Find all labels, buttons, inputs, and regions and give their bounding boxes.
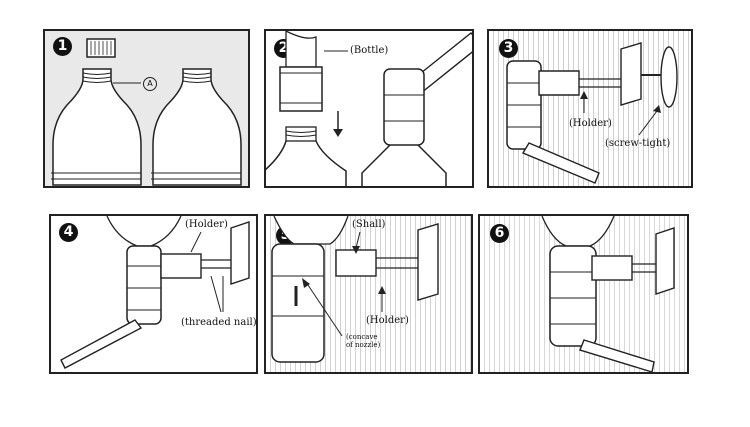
concave-of-nozzle-label: (concave of nozzle) bbox=[346, 334, 380, 349]
holder-label: (Holder) bbox=[366, 316, 409, 326]
step-3-panel: 3 (Holder) (screw-tight) bbox=[487, 29, 693, 188]
threaded-nail-label: (threaded nail) bbox=[181, 318, 257, 328]
holder-mount-illustration bbox=[489, 31, 691, 186]
step-4-panel: 4 (Holder) (threaded nail) bbox=[49, 214, 258, 374]
screw-tight-label: (screw-tight) bbox=[605, 139, 670, 149]
bottles-illustration bbox=[45, 31, 248, 186]
step-5-panel: 5 (Shall) (Holder) (concave of nozzle) bbox=[264, 214, 473, 374]
marker-a-label: A bbox=[143, 77, 157, 91]
holder-label: (Holder) bbox=[185, 220, 228, 230]
bottle-label: (Bottle) bbox=[350, 46, 388, 56]
holder-label: (Holder) bbox=[569, 119, 612, 129]
step-6-panel: 6 bbox=[478, 214, 689, 374]
threaded-nail-illustration bbox=[51, 216, 256, 372]
assembled-feeder-illustration bbox=[480, 216, 687, 372]
step-2-panel: 2 (Bottle) bbox=[264, 29, 474, 188]
step-1-panel: 1 A bbox=[43, 29, 250, 188]
shall-label: (Shall) bbox=[352, 220, 385, 230]
